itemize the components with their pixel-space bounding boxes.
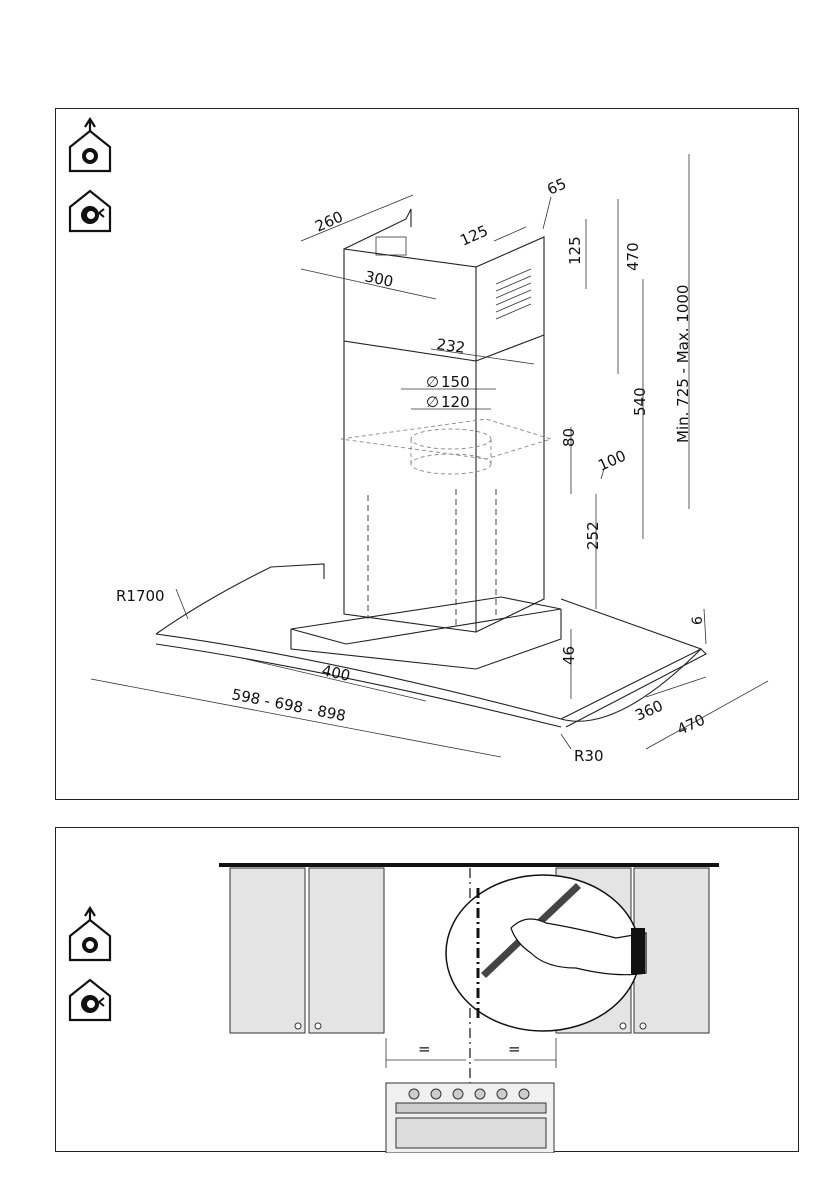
diameter-symbol: ∅ — [426, 373, 439, 391]
ceiling-line — [219, 863, 719, 867]
wall-cabinets-left — [229, 867, 385, 1034]
dim-150-text: 150 — [441, 373, 470, 391]
dimension-lines — [90, 154, 769, 758]
dim-100: 100 — [595, 447, 628, 475]
dim-80: 80 — [560, 428, 578, 447]
dim-400: 400 — [320, 661, 352, 685]
chimney-lower — [340, 335, 553, 633]
hood-dimension-diagram: 260 300 125 65 125 470 Min. 725 - Max. 1… — [68, 116, 769, 765]
dim-r1700: R1700 — [116, 587, 165, 605]
centering-dimension: = = — [385, 1038, 557, 1068]
dim-widths: 598 - 698 - 898 — [230, 685, 347, 725]
dim-min-max-height: Min. 725 - Max. 1000 — [674, 285, 692, 443]
pencil-marking-detail — [445, 874, 647, 1032]
recirculation-icon — [68, 978, 112, 1022]
dim-r30: R30 — [574, 747, 604, 765]
dim-120: ∅ 120 — [426, 393, 470, 411]
dim-260: 260 — [312, 208, 345, 236]
centering-diagram: = = — [68, 863, 719, 1153]
dim-120-text: 120 — [441, 393, 470, 411]
cooktop — [385, 1082, 555, 1153]
dim-150: ∅ 150 — [426, 373, 470, 391]
dimension-drawing-panel: 260 300 125 65 125 470 Min. 725 - Max. 1… — [55, 108, 799, 800]
centering-instruction-panel: = = — [55, 827, 799, 1153]
dim-470-height: 470 — [624, 242, 642, 271]
dim-540: 540 — [631, 387, 649, 416]
dim-470-depth: 470 — [674, 711, 707, 739]
recirculation-icon — [68, 189, 112, 233]
dim-6: 6 — [690, 616, 706, 625]
ducted-extraction-icon — [68, 905, 112, 962]
ducted-extraction-icon — [68, 116, 112, 173]
dim-252: 252 — [584, 521, 602, 550]
equal-mark-left: = — [418, 1040, 431, 1058]
equal-mark-right: = — [508, 1040, 521, 1058]
dim-300: 300 — [363, 267, 395, 291]
dim-232: 232 — [435, 335, 466, 357]
diameter-symbol: ∅ — [426, 393, 439, 411]
dim-125-height: 125 — [566, 236, 584, 265]
hood-canopy — [155, 563, 707, 728]
dim-65: 65 — [544, 174, 569, 198]
dim-125-depth: 125 — [457, 222, 490, 250]
dim-46: 46 — [560, 646, 578, 665]
